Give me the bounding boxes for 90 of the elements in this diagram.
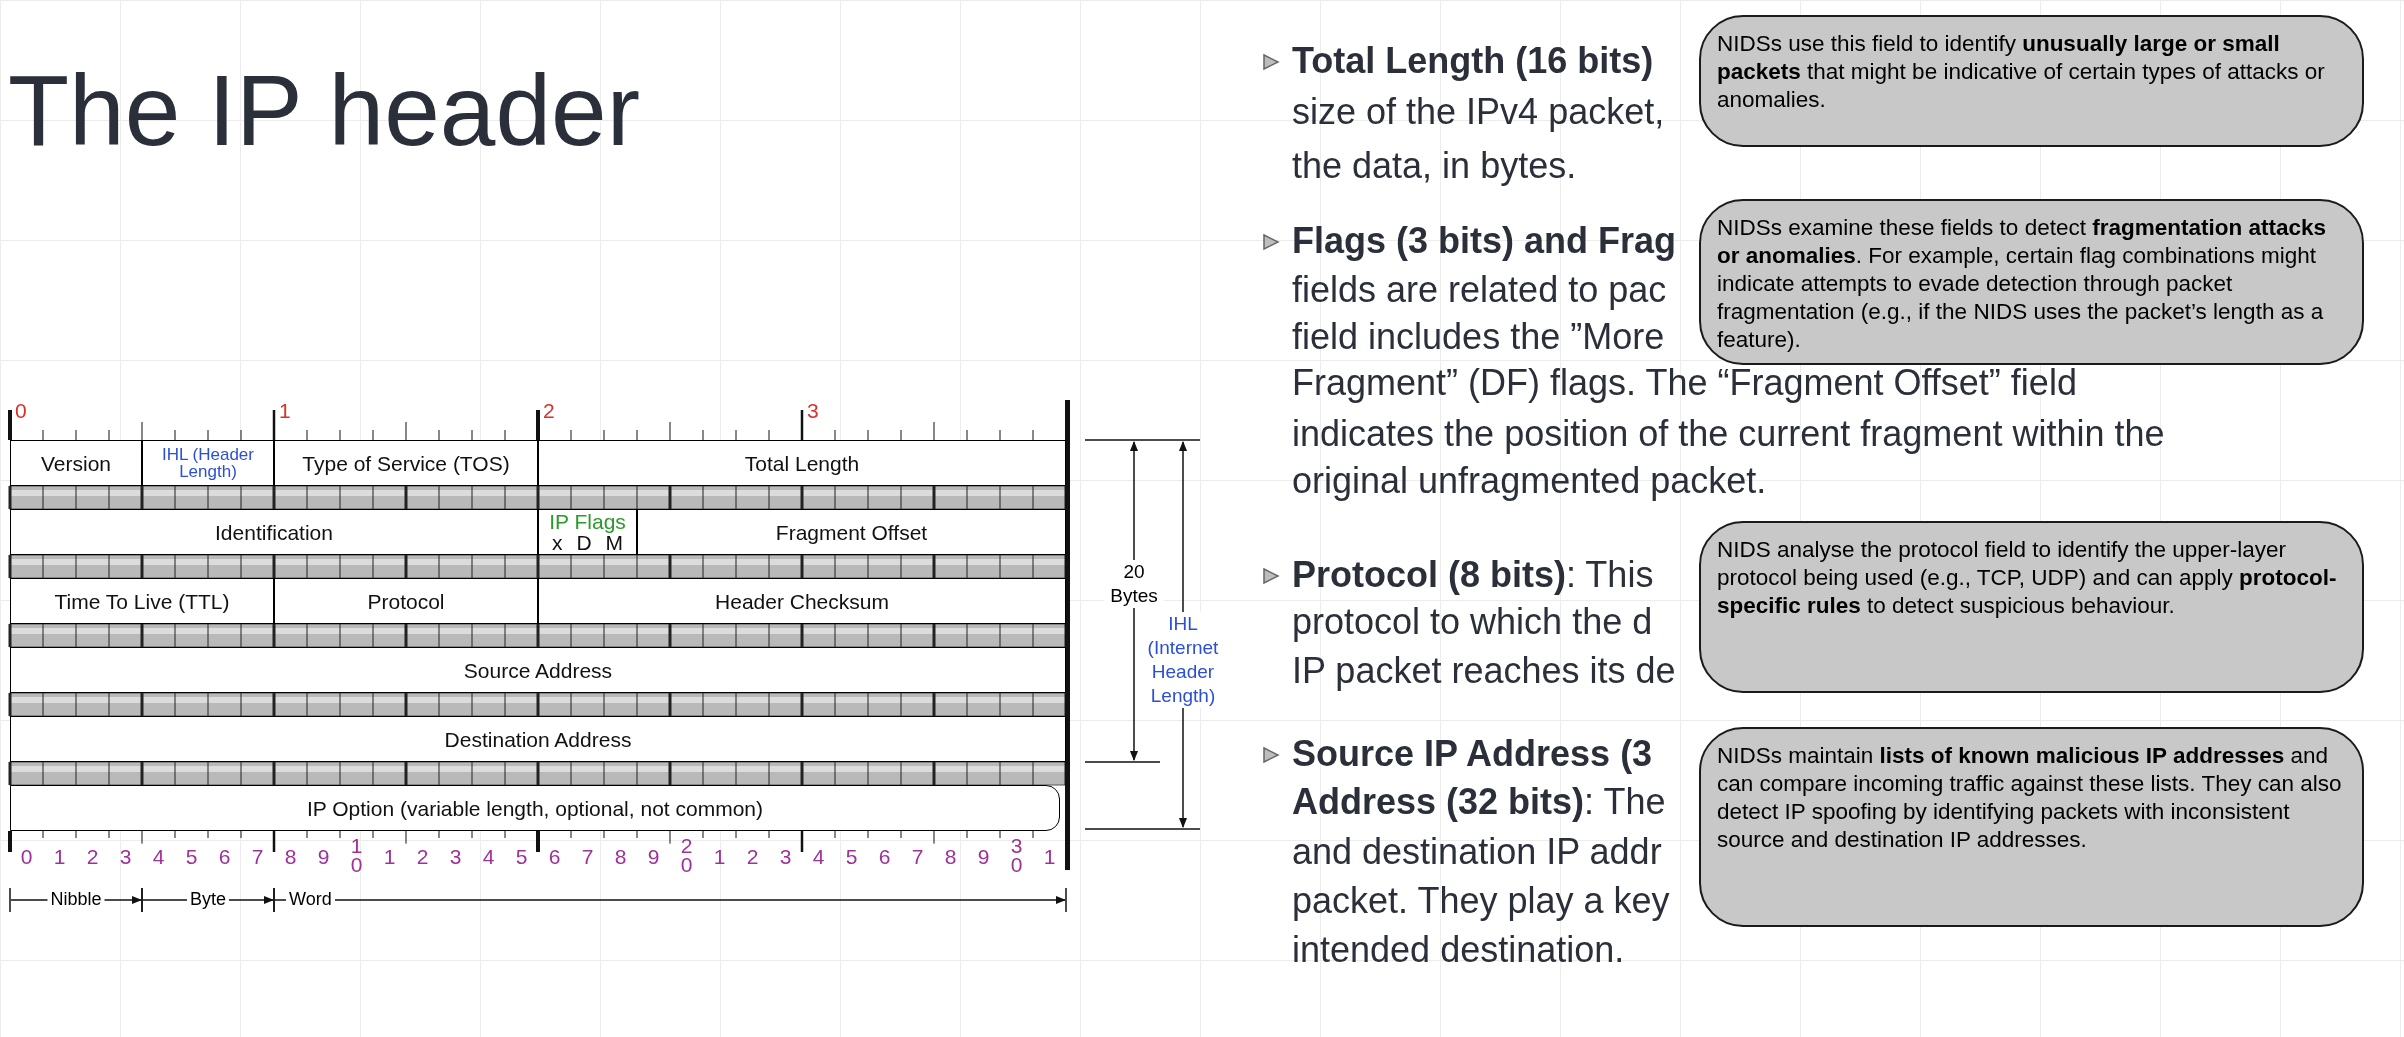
bullet-text: Flags (3 bits) and Frag [1292,219,1677,263]
header-field [10,785,1060,831]
header-field [10,716,1066,762]
bit-number: 10 [350,836,363,874]
callout-box [1699,521,2364,693]
field-label: Identification [215,521,333,543]
bullet-text: packet. They play a key [1292,879,1670,923]
bit-number: 6 [878,846,891,867]
bit-number: 1 [1043,846,1056,867]
bit-number: 0 [15,400,27,421]
bit-number: 6 [218,846,231,867]
callout-box [1699,15,2364,147]
bit-number: 3 [449,846,462,867]
bullet-text: protocol to which the d [1292,600,1653,644]
field-label: Header Checksum [715,590,889,612]
header-field [274,578,538,624]
bit-number: 2 [416,846,429,867]
header-field [538,578,1066,624]
bit-number: 3 [119,846,132,867]
bit-number: 9 [977,846,990,867]
callout-text: NIDS analyse the protocol field to identify the upper-layer protocol being used (e.g., TCP, UDP) and can apply protocol-specific rules to detect suspicious behaviour. [1717,536,2338,620]
header-field [274,440,538,486]
bit-number: 2 [86,846,99,867]
bit-number: 4 [152,846,165,867]
header-field [637,509,1066,555]
field-label: IHL (Header Length) [161,446,255,480]
bit-number: 5 [185,846,198,867]
bit-number: 5 [515,846,528,867]
header-field [10,440,142,486]
bullet-text: field includes the ”More [1292,315,1665,359]
field-label: x D M [552,532,623,553]
bullet-text: and destination IP addr [1292,830,1662,874]
dimension-label: 20 Bytes [1104,560,1164,608]
header-field [10,509,538,555]
field-label: Protocol [367,590,445,612]
field-label: IP Option (variable length, optional, not common) [306,797,763,819]
field-label: Destination Address [444,728,632,750]
bullet-text: Address (32 bits): The [1292,780,1666,824]
bullet-text: Protocol (8 bits): This [1292,553,1654,597]
callout-text: NIDSs maintain lists of known malicious IP addresses and can compare incoming traffic against these lists. They can also detect IP spoofing by identifying packets with inconsistent source and destination IP addresses. [1717,742,2343,854]
slide-title: The IP header [8,53,640,168]
bit-number: 1 [279,400,291,421]
bullet-text: Fragment” (DF) flags. The “Fragment Offset” field [1292,361,2077,405]
bullet-text: intended destination. [1292,928,1625,972]
bit-number: 4 [812,846,825,867]
callout-text: NIDSs use this field to identify unusually large or small packets that might be indicative of certain types of attacks or anomalies. [1717,30,2326,114]
header-field [538,509,637,555]
bullet-text: IP packet reaches its de [1292,649,1676,693]
bit-number: 30 [1010,836,1023,874]
callout-text: NIDSs examine these fields to detect fragmentation attacks or anomalies. For example, certain flag combinations might indicate attempts to evade detection through packet fragmentation (e.g., if the NIDS uses the packet’s length as a feature). [1717,214,2327,354]
callout-box [1699,727,2364,927]
header-field [10,578,274,624]
field-label: Source Address [463,659,613,681]
bit-number: 8 [284,846,297,867]
bit-number: 6 [548,846,561,867]
bit-number: 4 [482,846,495,867]
bit-number: 20 [680,836,693,874]
header-field [538,440,1066,486]
bullet-text: Total Length (16 bits) [1292,39,1654,83]
bit-number: 9 [317,846,330,867]
bit-number: 5 [845,846,858,867]
bullet-text: the data, in bytes. [1292,144,1577,188]
field-label: IP Flags [549,511,626,532]
bit-number: 7 [581,846,594,867]
bit-number: 7 [251,846,264,867]
bit-number: 2 [543,400,555,421]
bit-number: 1 [53,846,66,867]
bit-number: 3 [779,846,792,867]
bit-number: 7 [911,846,924,867]
bit-number: 1 [383,846,396,867]
bit-number: 3 [807,400,819,421]
bullet-text: Source IP Address (3 [1292,732,1653,776]
header-field [10,647,1066,693]
bit-number: 9 [647,846,660,867]
bit-number: 1 [713,846,726,867]
bit-number: 2 [746,846,759,867]
field-label: Version [40,452,111,474]
bullet-text: fields are related to pac [1292,268,1667,312]
bullet-text: size of the IPv4 packet, [1292,90,1665,134]
callout-box [1699,199,2364,365]
bit-number: 0 [20,846,33,867]
field-label: Total Length [744,452,860,474]
field-label: Time To Live (TTL) [54,590,230,612]
bullet-text: original unfragmented packet. [1292,459,1767,503]
bullet-text: indicates the position of the current fragment within the [1292,412,2165,456]
field-label: Type of Service (TOS) [302,452,510,474]
header-field [142,440,274,486]
bit-number: 8 [614,846,627,867]
field-label: Fragment Offset [775,521,928,543]
bit-number: 8 [944,846,957,867]
